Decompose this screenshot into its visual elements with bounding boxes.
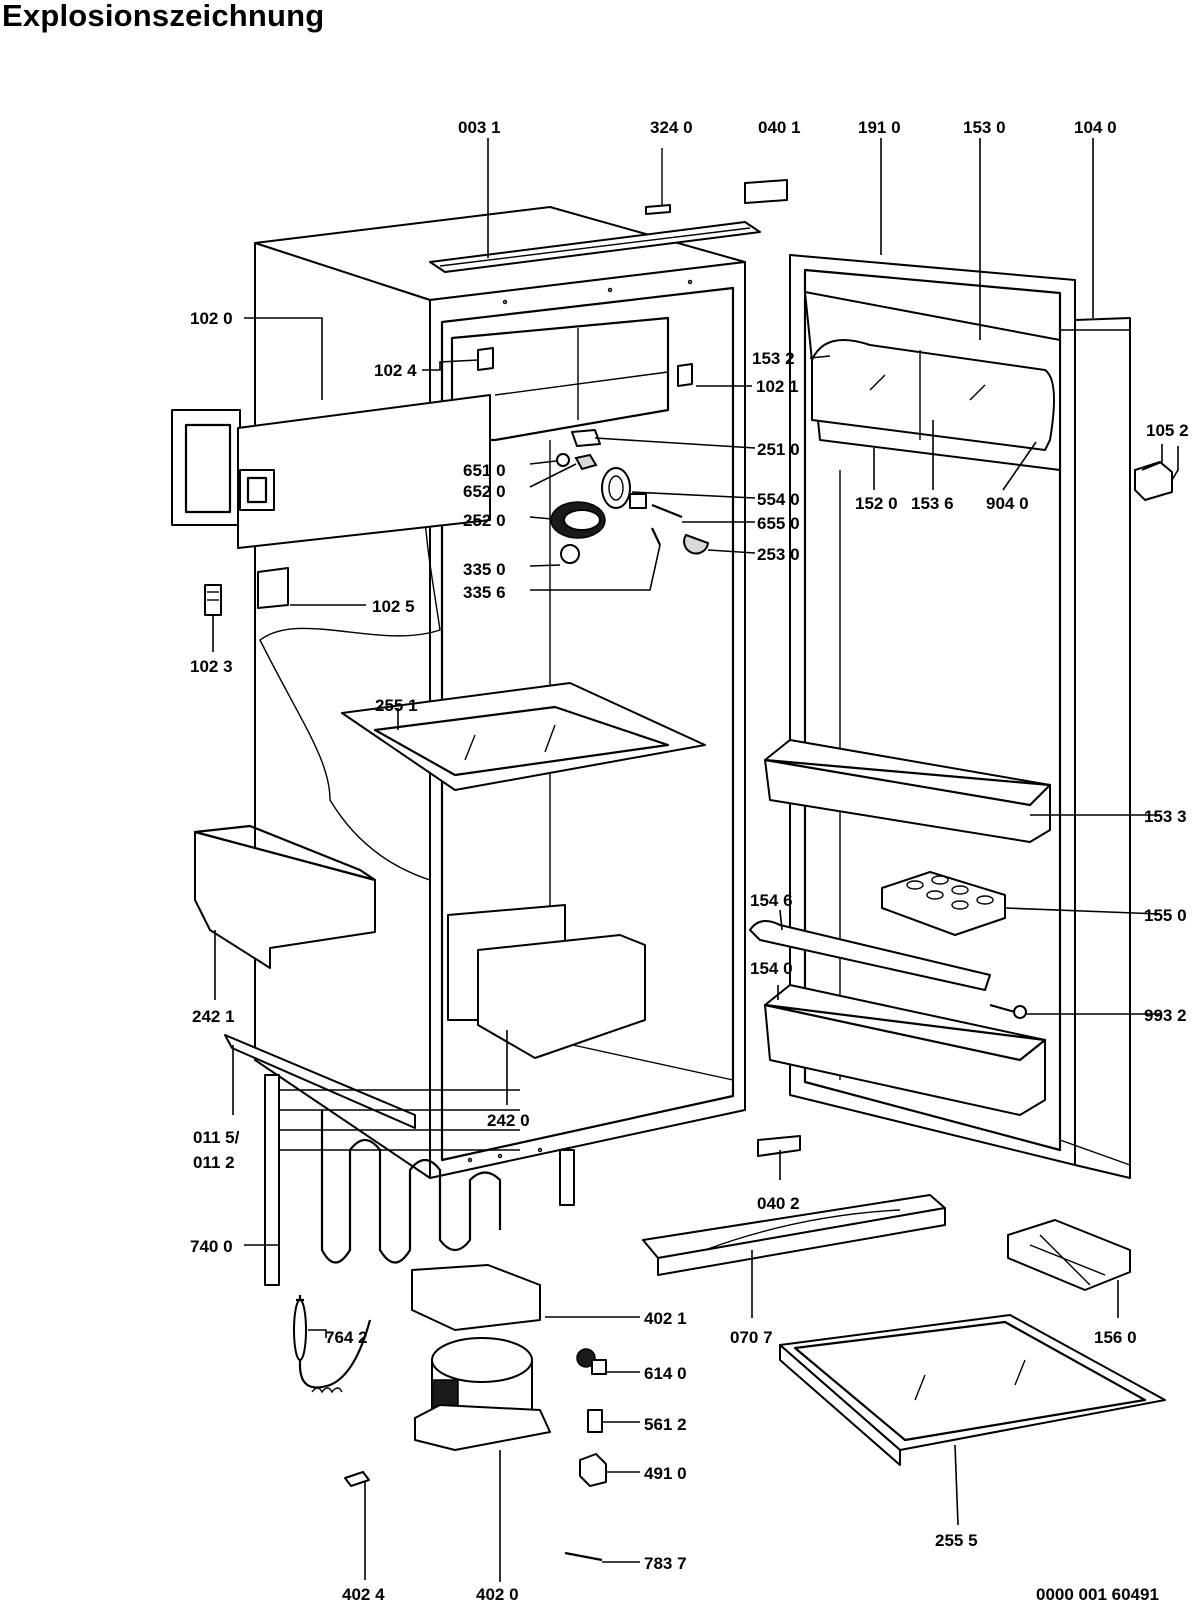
part-label: 040 2: [757, 1194, 800, 1213]
part-label: 105 2: [1146, 421, 1189, 440]
part-label: 003 1: [458, 118, 501, 137]
part-label: 335 0: [463, 560, 506, 579]
part-label: 104 0: [1074, 118, 1117, 137]
bin-242-1: [193, 824, 377, 969]
part-label: 154 0: [750, 959, 793, 978]
part-label: 040 1: [758, 118, 801, 137]
door-balcony-top: [804, 291, 1061, 471]
part-labels: 003 1 324 0 040 1 191 0 153 0 104 0 102 …: [190, 118, 1189, 1602]
part-label: 255 1: [375, 696, 418, 715]
part-label: 402 1: [644, 1309, 687, 1328]
part-label: 655 0: [757, 514, 800, 533]
leader-lines: [212, 138, 1179, 1582]
part-label: 764 2: [325, 1328, 368, 1347]
egg-tray: [881, 871, 1006, 936]
part-label: 102 0: [190, 309, 233, 328]
condenser: [264, 1074, 575, 1286]
compressor: [293, 1264, 551, 1451]
part-label: 904 0: [986, 494, 1029, 513]
part-label: 153 2: [752, 349, 795, 368]
door-shelf-154-0: [763, 984, 1047, 1116]
part-label: 740 0: [190, 1237, 233, 1256]
part-label: 255 5: [935, 1531, 978, 1550]
part-label: 153 0: [963, 118, 1006, 137]
hinge-105-2: [1134, 461, 1173, 501]
base-trim: [224, 1034, 416, 1129]
part-label: 011 5/: [193, 1128, 240, 1147]
part-label: 070 7: [730, 1328, 773, 1347]
part-label: 614 0: [644, 1364, 687, 1383]
part-label: 993 2: [1144, 1006, 1187, 1025]
freezer-flap: [171, 394, 491, 549]
part-label: 155 0: [1144, 906, 1187, 925]
part-label: 011 2: [193, 1153, 235, 1172]
part-label: 783 7: [644, 1554, 687, 1573]
refrigerator-door: [789, 254, 1131, 1179]
part-label: 324 0: [650, 118, 693, 137]
bottle-retainer: [749, 920, 1027, 1019]
glass-shelf-255-5: [779, 1314, 1166, 1466]
part-label: 335 6: [463, 583, 506, 602]
part-label: 253 0: [757, 545, 800, 564]
part-label: 242 0: [487, 1111, 530, 1130]
part-label: 102 1: [756, 377, 799, 396]
part-label: 102 4: [374, 361, 417, 380]
door-shelf-153-3: [763, 739, 1052, 843]
part-label: 242 1: [192, 1007, 235, 1026]
part-label: 153 6: [911, 494, 954, 513]
part-label: 102 5: [372, 597, 415, 616]
part-label: 102 3: [190, 657, 233, 676]
part-label: 251 0: [757, 440, 800, 459]
glass-shelf-255-1: [341, 682, 706, 791]
document-number: 0000 001 60491: [1036, 1585, 1159, 1602]
part-label: 554 0: [757, 490, 800, 509]
control-parts: [477, 347, 710, 564]
part-label: 252 0: [463, 511, 506, 530]
part-label: 652 0: [463, 482, 506, 501]
part-label: 561 2: [644, 1415, 687, 1434]
small-parts: [344, 1348, 607, 1562]
page-title: Explosionszeichnung: [2, 0, 325, 33]
part-label: 153 3: [1144, 807, 1187, 826]
part-label: 402 4: [342, 1585, 385, 1602]
part-label: 154 6: [750, 891, 793, 910]
ice-tray: [1007, 1219, 1131, 1291]
part-label: 156 0: [1094, 1328, 1137, 1347]
part-label: 191 0: [858, 118, 901, 137]
bin-242-0: [447, 904, 646, 1059]
part-label: 651 0: [463, 461, 506, 480]
part-label: 402 0: [476, 1585, 519, 1602]
cover-102-5: [257, 567, 289, 609]
base-rail: [642, 1194, 946, 1276]
hinge-102-3: [204, 584, 222, 616]
brackets: [645, 148, 801, 1157]
part-label: 491 0: [644, 1464, 687, 1483]
part-label: 152 0: [855, 494, 898, 513]
